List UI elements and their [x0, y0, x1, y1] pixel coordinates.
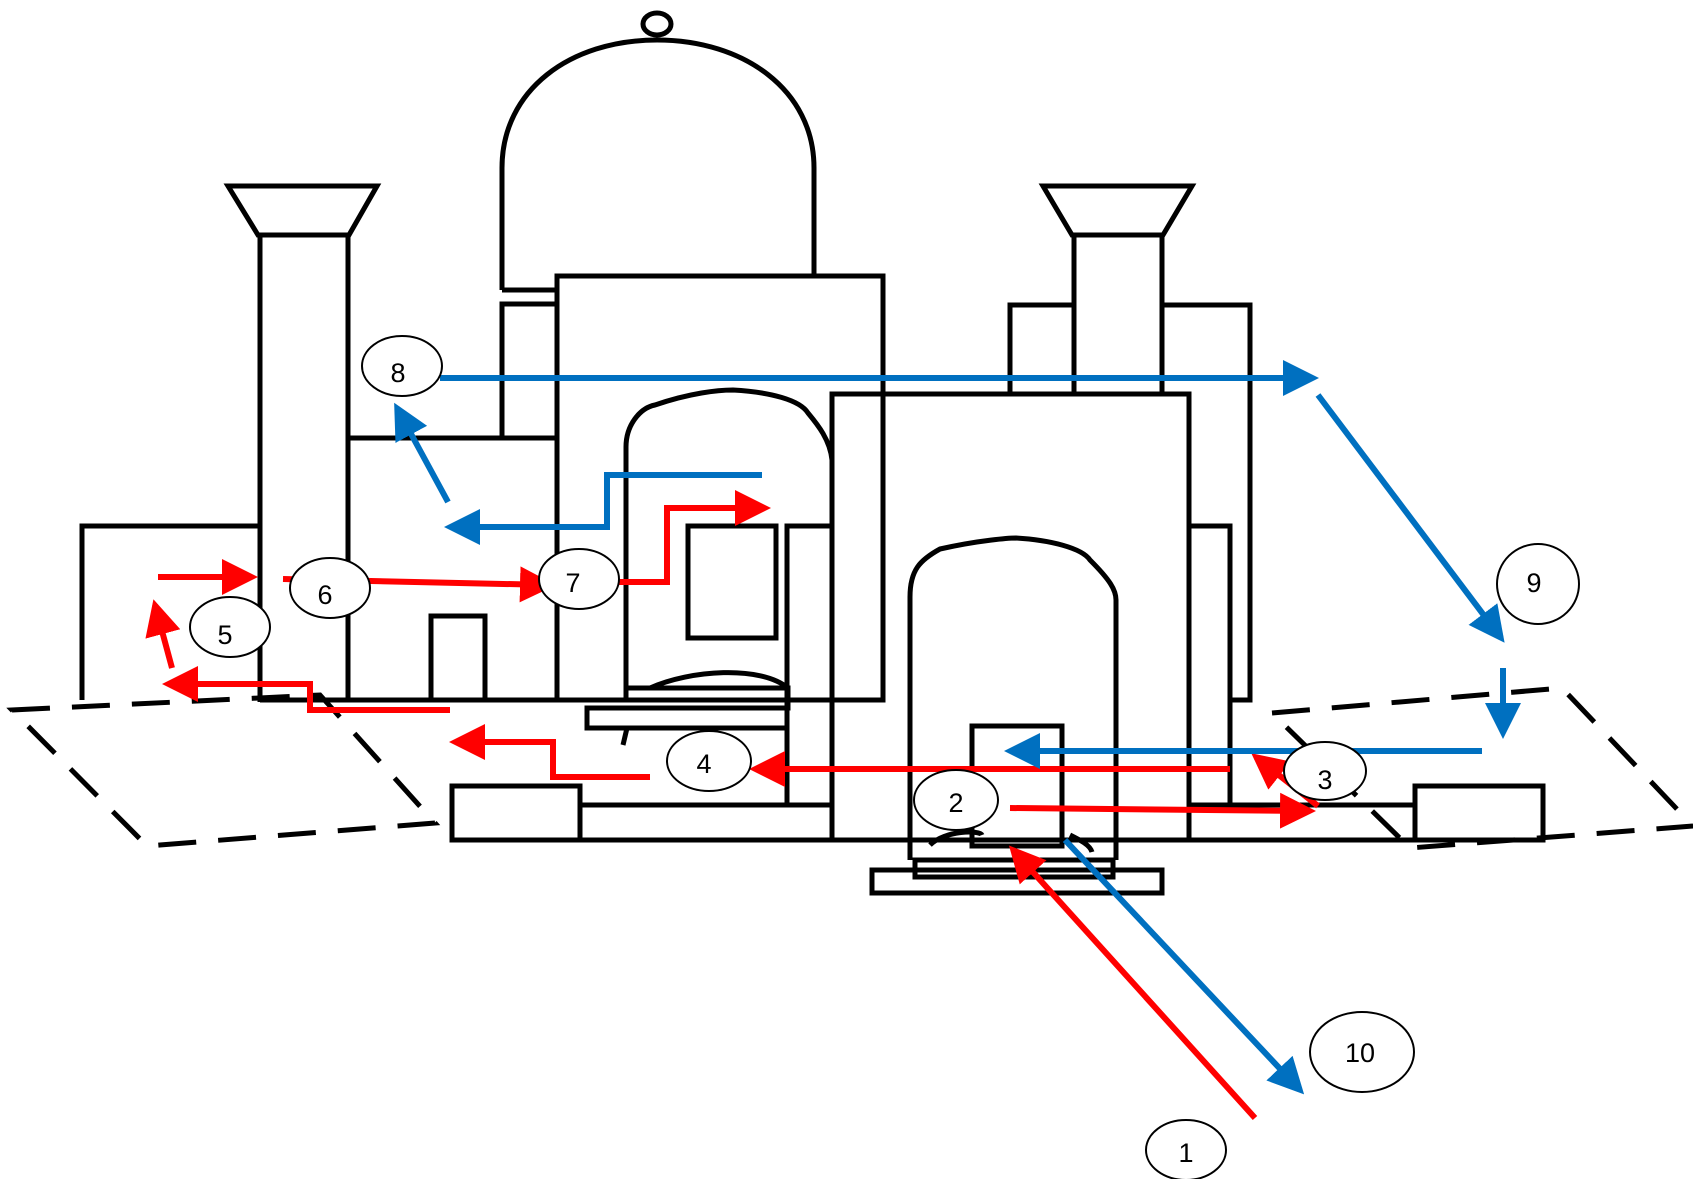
- blue-arrow-to-8: [394, 402, 451, 504]
- right-wing: [1007, 302, 1253, 808]
- node-7-label: 7: [565, 568, 580, 598]
- node-3-label: 3: [1317, 765, 1332, 795]
- left-plinth: [449, 783, 583, 843]
- blue-arrow-upper-left: [444, 472, 762, 545]
- node-9-label: 9: [1526, 568, 1541, 598]
- red-route: [145, 490, 1320, 1121]
- node-5: 5: [189, 596, 271, 658]
- red-arrow-5-up: [145, 599, 181, 669]
- dome: [499, 37, 817, 290]
- blue-arrow-to-10: [1062, 837, 1305, 1095]
- node-1: 1: [1145, 1119, 1227, 1179]
- middle-right-pier: [784, 523, 835, 808]
- front-block: [829, 391, 1192, 843]
- red-arrow-to-5: [162, 666, 450, 713]
- node-6: 6: [289, 557, 371, 619]
- middle-arch: [623, 387, 835, 805]
- middle-arch-notch: [620, 727, 630, 746]
- middle-window: [685, 523, 779, 641]
- red-arrow-7-to-upper: [610, 490, 771, 585]
- central-block: [554, 273, 886, 703]
- node-7: 7: [538, 548, 620, 610]
- node-1-label: 1: [1178, 1138, 1193, 1168]
- left-dashed-zone: [6, 692, 441, 849]
- node-9: 9: [1496, 543, 1580, 625]
- node-2-label: 2: [948, 788, 963, 818]
- node-10: 10: [1309, 1011, 1415, 1093]
- node-2: 2: [913, 769, 999, 831]
- left-annex: [79, 523, 260, 700]
- node-5-label: 5: [217, 620, 232, 650]
- node-8: 8: [361, 335, 443, 397]
- left-minaret-cap: [223, 183, 382, 238]
- node-10-label: 10: [1345, 1038, 1375, 1068]
- node-4: 4: [666, 730, 752, 792]
- node-3: 3: [1283, 741, 1367, 801]
- right-minaret-shaft: [1071, 235, 1165, 394]
- node-6-label: 6: [317, 580, 332, 610]
- blue-arrow-to-9: [1315, 393, 1505, 643]
- right-plinth: [1412, 783, 1546, 843]
- red-arrow-1-to-2: [1008, 845, 1258, 1121]
- front-arch-base: [869, 857, 1165, 896]
- front-arch: [907, 535, 1119, 860]
- node-4-label: 4: [696, 749, 711, 779]
- right-dashed-zone: [1266, 685, 1693, 851]
- node-8-label: 8: [390, 358, 405, 388]
- red-arrow-2-to-3: [1009, 792, 1316, 829]
- left-wing-door: [428, 613, 488, 703]
- red-arrow-4-step: [449, 724, 650, 780]
- dome-finial: [640, 10, 674, 38]
- left-minaret-shaft: [257, 235, 351, 702]
- right-minaret-cap: [1038, 183, 1197, 238]
- blue-route: [394, 360, 1521, 1095]
